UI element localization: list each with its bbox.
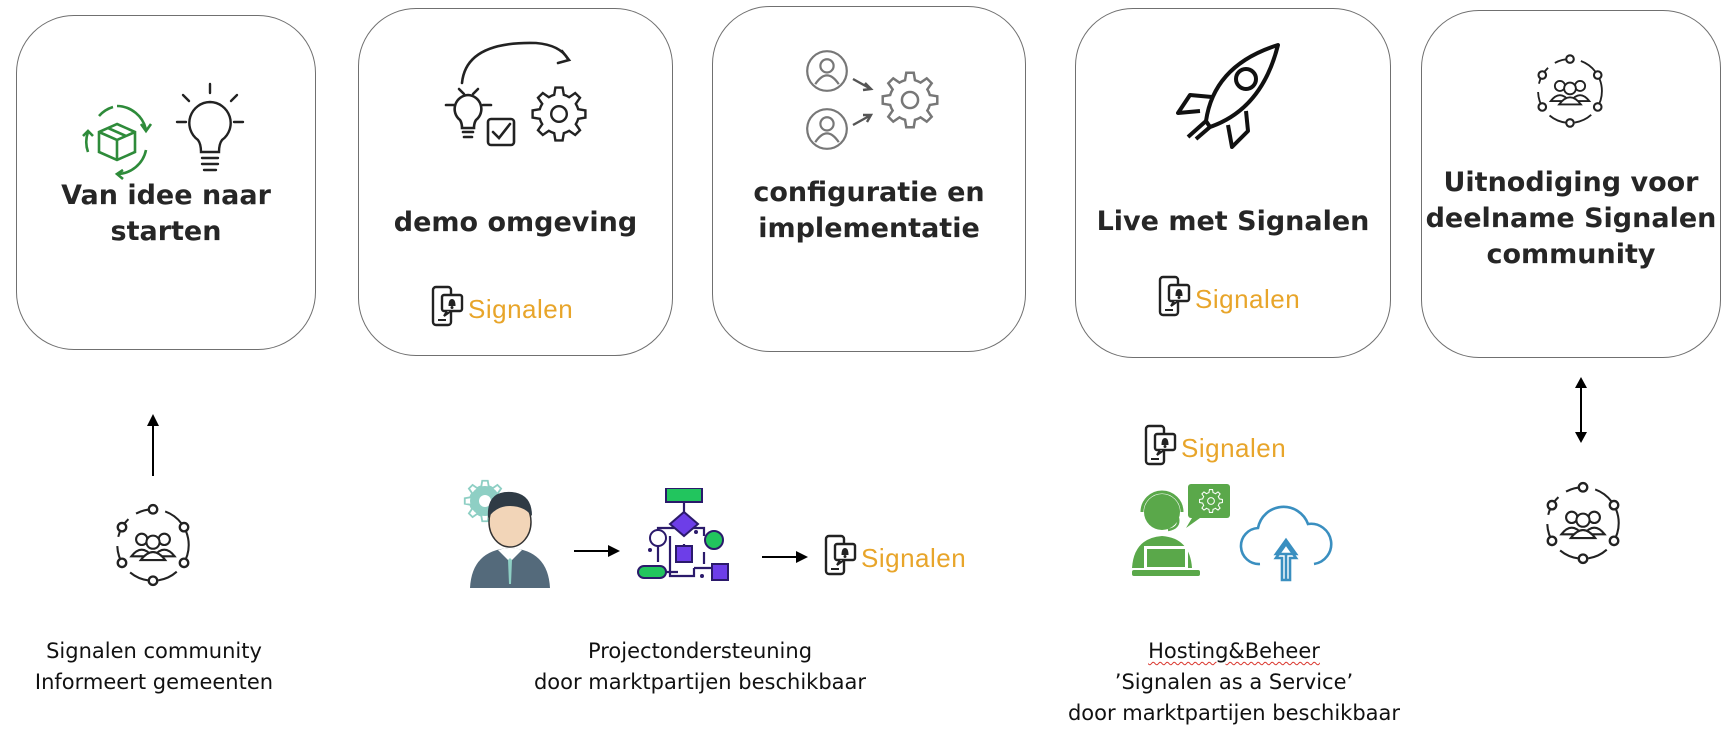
caption-community: Signalen community Informeert gemeenten <box>0 636 308 698</box>
double-arrow-vertical-icon <box>1575 377 1587 443</box>
phone-chat-icon <box>1144 424 1178 468</box>
card-configuratie-en-implementatie: configuratie en implementatie <box>712 6 1026 352</box>
caption-line: Informeert gemeenten <box>34 670 274 694</box>
caption-hosting: Hosting&Beheer ’Signalen as a Service’ d… <box>1034 636 1434 729</box>
caption-line: Projectondersteuning <box>587 639 813 663</box>
logo-text: Signalen <box>1181 432 1287 463</box>
rocket-icon <box>1176 43 1280 149</box>
card-title: Van idee naar starten <box>61 180 271 247</box>
phone-chat-icon <box>824 534 858 578</box>
flowchart-icon <box>637 488 729 581</box>
logo-text: Signalen <box>1195 283 1301 314</box>
caption-line: door marktpartijen beschikbaar <box>533 670 867 694</box>
card-title: Live met Signalen <box>1096 206 1370 237</box>
arrow-right-icon <box>574 545 620 557</box>
support-agent-icon <box>1132 484 1230 576</box>
caption-hosting-title: Hosting&Beheer <box>1034 636 1434 667</box>
signalen-logo: Signalen <box>824 534 966 578</box>
community-icon <box>1528 49 1612 133</box>
businessman-gear-icon <box>462 478 550 588</box>
arrow-right-icon <box>762 551 808 563</box>
phone-chat-icon <box>1158 275 1192 319</box>
phone-chat-icon <box>431 285 465 329</box>
logo-text: Signalen <box>468 293 574 324</box>
arrow-up-icon <box>147 414 159 476</box>
card-live-met-signalen: Live met Signalen Signalen <box>1075 8 1391 358</box>
card-title: Uitnodiging voor deelname Signalen commu… <box>1425 167 1717 270</box>
package-cycle-icon <box>82 104 153 180</box>
caption-line: door marktpartijen beschikbaar <box>1067 701 1401 725</box>
logo-text: Signalen <box>861 542 967 573</box>
lightbulb-icon <box>175 82 245 172</box>
caption-line: Signalen community <box>46 639 262 663</box>
signalen-logo: Signalen <box>431 285 573 329</box>
users-to-gear-icon <box>805 45 945 155</box>
card-demo-omgeving: demo omgeving Signalen <box>358 8 673 356</box>
caption-line: Hosting&Beheer <box>1148 639 1320 663</box>
community-icon <box>1536 476 1630 570</box>
signalen-logo: Signalen <box>1158 275 1300 319</box>
signalen-logo: Signalen <box>1144 424 1286 468</box>
caption-line: ’Signalen as a Service’ <box>1114 670 1354 694</box>
card-van-idee-naar-starten: Van idee naar starten <box>16 15 316 350</box>
card-uitnodiging-community: Uitnodiging voor deelname Signalen commu… <box>1421 10 1721 358</box>
card-title: configuratie en implementatie <box>753 177 985 244</box>
caption-project: Projectondersteuning door marktpartijen … <box>500 636 900 698</box>
cloud-upload-icon <box>1239 505 1333 582</box>
idea-to-gear-icon <box>444 41 594 147</box>
community-icon <box>106 498 200 592</box>
card-title: demo omgeving <box>393 207 638 238</box>
